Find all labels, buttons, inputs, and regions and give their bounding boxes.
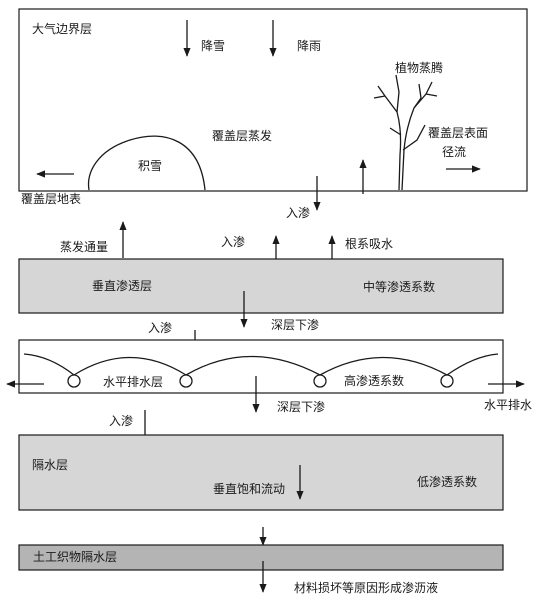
drainage-layer-box bbox=[18, 339, 504, 394]
infiltration-label-mid: 入渗 bbox=[221, 234, 245, 249]
surface-runoff-label: 覆盖层表面 径流 bbox=[428, 126, 492, 159]
barrier-layer-label: 隔水层 bbox=[32, 458, 68, 472]
root-uptake-label: 根系吸水 bbox=[345, 237, 393, 251]
rainfall-label: 降雨 bbox=[297, 39, 321, 53]
barrier-layer-box bbox=[18, 434, 504, 511]
vertical-layer-box bbox=[18, 258, 504, 314]
snowfall-label: 降雪 bbox=[201, 39, 225, 53]
deep-percolation-label-1: 深层下渗 bbox=[271, 317, 319, 332]
plant-transpiration-label: 植物蒸腾 bbox=[395, 60, 443, 75]
drainage-pipe-1 bbox=[67, 374, 81, 388]
snowpack-shape bbox=[87, 135, 206, 191]
lateral-drainage-label: 水平排水 bbox=[484, 398, 532, 412]
barrier-layer-coefficient: 低渗透系数 bbox=[417, 474, 477, 489]
geotextile-layer-box bbox=[18, 544, 504, 571]
vertical-layer-coefficient: 中等渗透系数 bbox=[363, 279, 435, 294]
drainage-layer-label: 水平排水层 bbox=[103, 375, 163, 389]
deep-percolation-label-2: 深层下渗 bbox=[277, 399, 325, 414]
infiltration-label-barrier: 入渗 bbox=[109, 413, 133, 428]
atmosphere-label: 大气边界层 bbox=[32, 21, 92, 36]
vertical-layer-label: 垂直渗透层 bbox=[92, 278, 152, 293]
drainage-pipe-4 bbox=[440, 374, 454, 388]
surface-runoff-line1: 覆盖层表面 bbox=[428, 126, 488, 140]
geotextile-layer-label: 土工织物隔水层 bbox=[33, 550, 117, 564]
barrier-layer-flow: 垂直饱和流动 bbox=[213, 481, 285, 496]
evaporation-flux-label: 蒸发通量 bbox=[60, 239, 108, 254]
drainage-pipe-3 bbox=[313, 374, 327, 388]
drainage-layer-coefficient: 高渗透系数 bbox=[344, 373, 404, 388]
tree-icon bbox=[373, 74, 438, 191]
surface-runoff-line2: 径流 bbox=[442, 145, 466, 159]
drainage-pipe-2 bbox=[179, 374, 193, 388]
snowpack-label: 积雪 bbox=[138, 159, 162, 173]
cover-evaporation-label: 覆盖层蒸发 bbox=[212, 128, 272, 143]
infiltration-label-top: 入渗 bbox=[286, 205, 310, 220]
infiltration-label-drain: 入渗 bbox=[148, 320, 172, 335]
cover-surface-label: 覆盖层地表 bbox=[21, 192, 81, 206]
leachate-label: 材料损坏等原因形成渗沥液 bbox=[294, 580, 438, 595]
